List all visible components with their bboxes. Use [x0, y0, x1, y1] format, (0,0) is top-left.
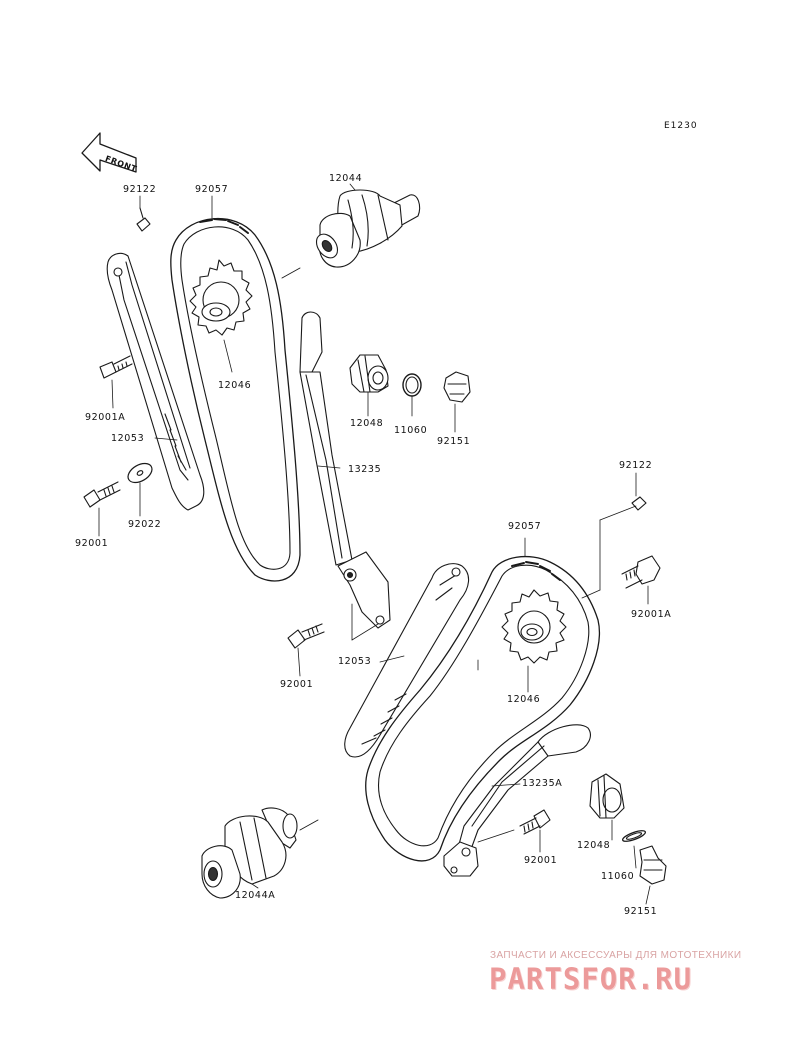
part-label-12044a[interactable]: 12044A [235, 890, 276, 901]
camshaft-upper [281, 189, 421, 279]
cap-bolt-upper [443, 371, 471, 403]
part-label-92001-lower[interactable]: 92001 [524, 855, 558, 866]
bolt-92001a-upper [99, 355, 133, 379]
part-label-92122[interactable]: 92122 [123, 184, 157, 195]
part-label-92122-lower[interactable]: 92122 [619, 460, 653, 471]
part-label-13235a[interactable]: 13235A [522, 778, 563, 789]
part-label-92001a-lower[interactable]: 92001A [631, 609, 672, 620]
part-label-92057-lower[interactable]: 92057 [508, 521, 542, 532]
bolt-92001-upper-left [83, 481, 121, 508]
part-label-12044[interactable]: 12044 [329, 173, 363, 184]
part-label-92151-lower[interactable]: 92151 [624, 906, 658, 917]
part-label-92057[interactable]: 92057 [195, 184, 229, 195]
part-label-92151[interactable]: 92151 [437, 436, 471, 447]
chain-guide-upper [106, 252, 205, 511]
camshaft-lower [201, 807, 319, 899]
washer-92022 [127, 462, 153, 484]
chain-tensioner-lower [589, 773, 625, 819]
front-arrow-icon: FRONT [81, 132, 138, 174]
cam-chain-upper [170, 217, 301, 582]
dowel-pin-upper [136, 207, 151, 232]
watermark-logo: PARTSFOR.RU [489, 962, 693, 996]
chain-tensioner-guide-upper [299, 311, 391, 629]
cam-chain-lower [365, 555, 600, 862]
part-label-11060[interactable]: 11060 [394, 425, 428, 436]
leader-lines [98, 183, 651, 905]
gasket-lower [622, 830, 646, 842]
cam-sprocket-upper [189, 259, 253, 336]
chain-tensioner-upper [349, 354, 389, 393]
gasket-upper [402, 373, 422, 397]
part-label-12048-lower[interactable]: 12048 [577, 840, 611, 851]
part-label-12046-lower[interactable]: 12046 [507, 694, 541, 705]
part-label-11060-lower[interactable]: 11060 [601, 871, 635, 882]
bolt-92001-middle [287, 623, 325, 649]
part-label-12053-lower[interactable]: 12053 [338, 656, 372, 667]
part-label-92001-middle[interactable]: 92001 [280, 679, 314, 690]
part-label-92001a[interactable]: 92001A [85, 412, 126, 423]
diagram-code: E1230 [664, 121, 698, 131]
part-label-13235[interactable]: 13235 [348, 464, 382, 475]
part-label-12053[interactable]: 12053 [111, 433, 145, 444]
cam-sprocket-lower [501, 589, 567, 664]
cap-bolt-lower [639, 845, 667, 885]
bolt-92001-lower-right [519, 809, 551, 835]
watermark-tagline: ЗАПЧАСТИ И АКСЕССУАРЫ ДЛЯ МОТОТЕХНИКИ [490, 950, 742, 961]
part-label-92022[interactable]: 92022 [128, 519, 162, 530]
part-label-12048[interactable]: 12048 [350, 418, 384, 429]
bolt-92001a-lower [621, 555, 661, 589]
chain-guide-lower [344, 563, 470, 758]
part-label-12046[interactable]: 12046 [218, 380, 252, 391]
part-label-92001[interactable]: 92001 [75, 538, 109, 549]
dowel-pin-lower [631, 496, 647, 511]
chain-tensioner-guide-lower [443, 724, 591, 877]
